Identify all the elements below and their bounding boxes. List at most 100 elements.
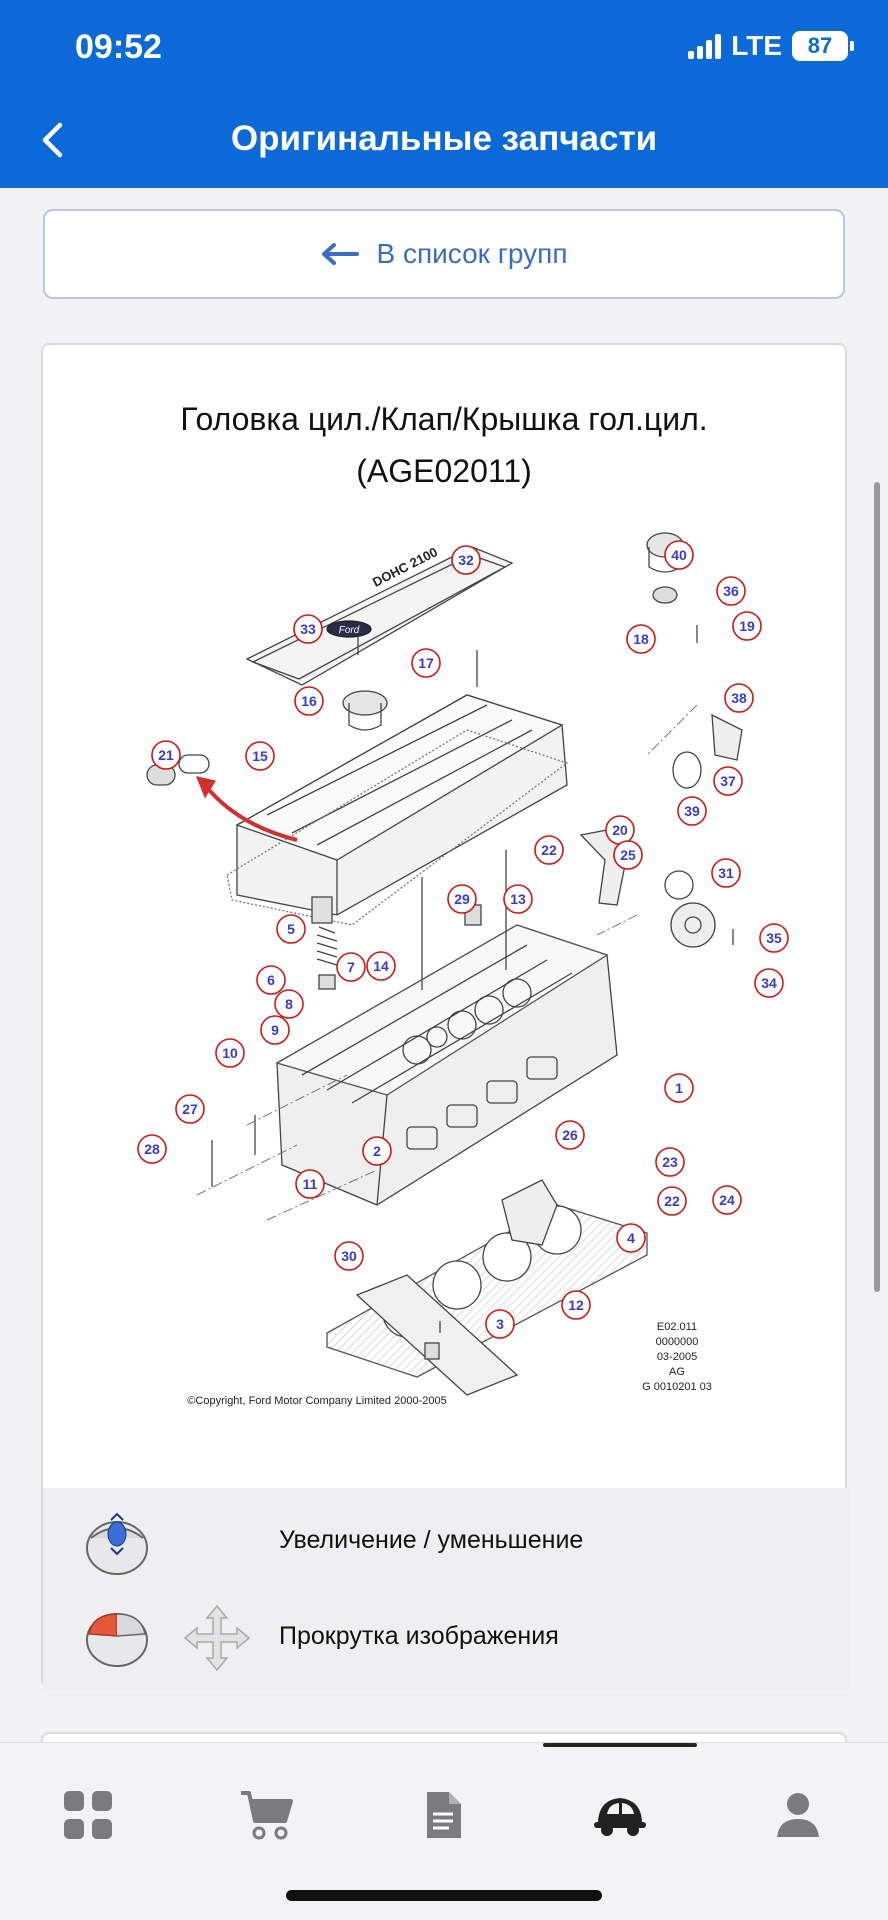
callout-number: 22 (541, 842, 557, 858)
part-callout[interactable]: 23 (655, 1147, 685, 1177)
cart-icon (241, 1791, 293, 1840)
document-icon (427, 1792, 461, 1838)
part-callout[interactable]: 31 (711, 858, 741, 888)
part-callout[interactable]: 27 (175, 1094, 205, 1124)
part-callout[interactable]: 1 (664, 1073, 694, 1103)
callout-ring (664, 540, 694, 570)
callout-number: 23 (662, 1154, 678, 1170)
part-callout[interactable]: 32 (451, 545, 481, 575)
move-arrows-icon (183, 1604, 251, 1672)
part-callout[interactable]: 29 (447, 884, 477, 914)
part-callout[interactable]: 28 (137, 1134, 167, 1164)
callout-ring (293, 614, 323, 644)
mouse-wheel-icon (86, 1512, 148, 1575)
part-callout[interactable]: 36 (716, 576, 746, 606)
chevron-left-icon (42, 122, 63, 158)
info-line: E02.011 (657, 1321, 697, 1333)
callout-ring (451, 545, 481, 575)
part-callout[interactable]: 13 (503, 884, 533, 914)
callout-number: 11 (303, 1176, 318, 1192)
part-callout[interactable]: 15 (245, 741, 275, 771)
diagram-title-line2: (AGE02011) (356, 453, 532, 489)
part-callout[interactable]: 9 (260, 1015, 290, 1045)
callout-number: 39 (684, 803, 700, 819)
part-callout[interactable]: 8 (274, 989, 304, 1019)
tab-profile[interactable] (768, 1785, 828, 1845)
legend-row-zoom: Увеличение / уменьшение (43, 1502, 849, 1582)
part-callout[interactable]: 30 (334, 1241, 364, 1271)
part-callout[interactable]: 12 (561, 1290, 591, 1320)
part-callout[interactable]: 11 (295, 1169, 325, 1199)
part-callout[interactable]: 17 (411, 648, 441, 678)
info-block: E02.011 0000000 03-2005 AG G 0010201 03 (642, 1321, 712, 1393)
callout-ring (716, 576, 746, 606)
part-callout[interactable]: 25 (613, 840, 643, 870)
info-line: 0000000 (656, 1336, 699, 1348)
part-callout[interactable]: 6 (256, 965, 286, 995)
callout-ring (334, 1241, 364, 1271)
signal-icon (688, 33, 722, 59)
part-callout[interactable]: 16 (294, 686, 324, 716)
diagram-title: Головка цил./Клап/Крышка гол.цил. (AGE02… (43, 393, 845, 497)
callout-number: 5 (287, 921, 295, 937)
callout-number: 1 (675, 1080, 683, 1096)
part-callout[interactable]: 5 (276, 914, 306, 944)
callout-number: 21 (158, 747, 174, 763)
callout-number: 32 (458, 552, 474, 568)
callout-number: 15 (252, 748, 268, 764)
tab-catalog[interactable] (58, 1785, 118, 1845)
diagram-card: Головка цил./Клап/Крышка гол.цил. (AGE02… (41, 343, 849, 1690)
callout-number: 16 (301, 693, 317, 709)
part-callout[interactable]: 34 (754, 968, 784, 998)
part-callout[interactable]: 26 (555, 1120, 585, 1150)
callout-number: 6 (267, 972, 275, 988)
part-callout[interactable]: 14 (366, 951, 396, 981)
part-callout[interactable]: 40 (664, 540, 694, 570)
callout-ring (295, 1169, 325, 1199)
part-callout[interactable]: 10 (215, 1038, 245, 1068)
battery-level: 87 (807, 33, 833, 58)
part-callout[interactable]: 37 (713, 766, 743, 796)
part-callout[interactable]: 3 (485, 1309, 515, 1339)
mouse-left-click-icon (86, 1613, 148, 1667)
callout-number: 35 (766, 930, 782, 946)
scrollbar[interactable] (874, 482, 880, 1292)
callout-ring (276, 914, 306, 944)
part-callout[interactable]: 39 (677, 796, 707, 826)
part-callout[interactable]: 22 (534, 835, 564, 865)
part-callout[interactable]: 21 (151, 740, 181, 770)
part-callout[interactable]: 18 (626, 624, 656, 654)
back-to-groups-button[interactable]: В список групп (43, 209, 845, 299)
callout-number: 14 (373, 958, 389, 974)
tab-garage[interactable] (590, 1785, 650, 1845)
callout-ring (759, 923, 789, 953)
legend-row-scroll: Прокрутка изображения (43, 1598, 849, 1678)
callout-ring (294, 686, 324, 716)
part-callout[interactable]: 19 (732, 611, 762, 641)
callout-ring (260, 1015, 290, 1045)
part-callout[interactable]: 35 (759, 923, 789, 953)
callout-ring (613, 840, 643, 870)
callout-number: 38 (731, 690, 747, 706)
back-button[interactable] (30, 115, 74, 165)
parts-diagram[interactable]: 1234567891011121314151617181920212222232… (87, 515, 789, 1415)
callout-ring (256, 965, 286, 995)
callout-ring (447, 884, 477, 914)
callout-ring (657, 1186, 687, 1216)
tab-cart[interactable] (237, 1785, 297, 1845)
part-callout[interactable]: 24 (712, 1185, 742, 1215)
arrow-left-icon (321, 243, 359, 265)
part-callout[interactable]: 4 (616, 1223, 646, 1253)
tab-documents[interactable] (413, 1785, 473, 1845)
part-callout[interactable]: 22 (657, 1186, 687, 1216)
callout-ring (534, 835, 564, 865)
part-callout[interactable]: 7 (336, 952, 366, 982)
part-callout[interactable]: 2 (362, 1136, 392, 1166)
callout-layer: 1234567891011121314151617181920212222232… (137, 540, 789, 1339)
part-callout[interactable]: 33 (293, 614, 323, 644)
part-callout[interactable]: 20 (605, 815, 635, 845)
callout-number: 33 (300, 621, 316, 637)
part-callout[interactable]: 38 (724, 683, 754, 713)
callout-ring (616, 1223, 646, 1253)
callout-ring (215, 1038, 245, 1068)
